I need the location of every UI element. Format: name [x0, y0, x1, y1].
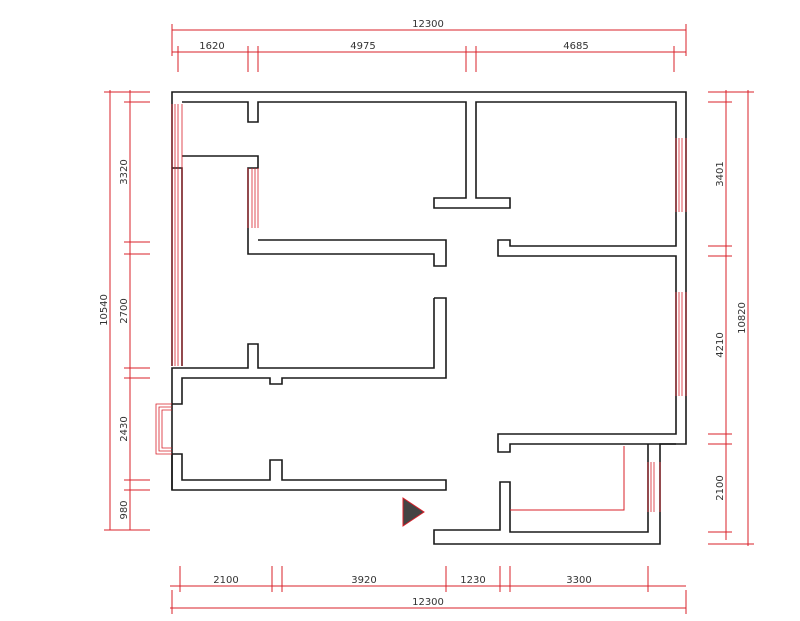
bottom-segment-label: 1230: [460, 575, 485, 586]
top-total-label: 12300: [412, 19, 444, 30]
window-right-lower: [647, 462, 661, 512]
top-segment-label: 4975: [350, 41, 375, 52]
dimension-lines: [104, 24, 754, 614]
bottom-segment-label: 3300: [566, 575, 591, 586]
window-bay: [155, 403, 172, 455]
left-segment-label: 2700: [119, 298, 130, 323]
left-segment-label: 2430: [119, 416, 130, 441]
bottom-segment-label: 3920: [351, 575, 376, 586]
window-interior: [247, 168, 259, 228]
top-segment-label: 4685: [563, 41, 588, 52]
walls: [171, 91, 687, 545]
top-segment-label: 1620: [199, 41, 224, 52]
right-total-label: 10820: [737, 302, 748, 334]
windows: [155, 104, 687, 512]
window-left: [171, 104, 183, 366]
left-segment-label: 980: [119, 500, 130, 519]
bottom-segment-label: 2100: [213, 575, 238, 586]
bottom-total-label: 12300: [412, 597, 444, 608]
left-segment-label: 3320: [119, 159, 130, 184]
dimension-labels: 12300 1620 4975 4685 2100 3920 1230 3300…: [99, 19, 748, 608]
outer-wall: [171, 91, 687, 545]
window-right-upper: [675, 138, 687, 212]
right-segment-label: 4210: [715, 332, 726, 357]
right-segment-label: 2100: [715, 475, 726, 500]
window-right-middle: [675, 292, 687, 396]
partition-line: [510, 446, 625, 511]
entrance-arrow-icon: [402, 497, 425, 527]
left-total-label: 10540: [99, 294, 110, 326]
right-segment-label: 3401: [715, 161, 726, 186]
